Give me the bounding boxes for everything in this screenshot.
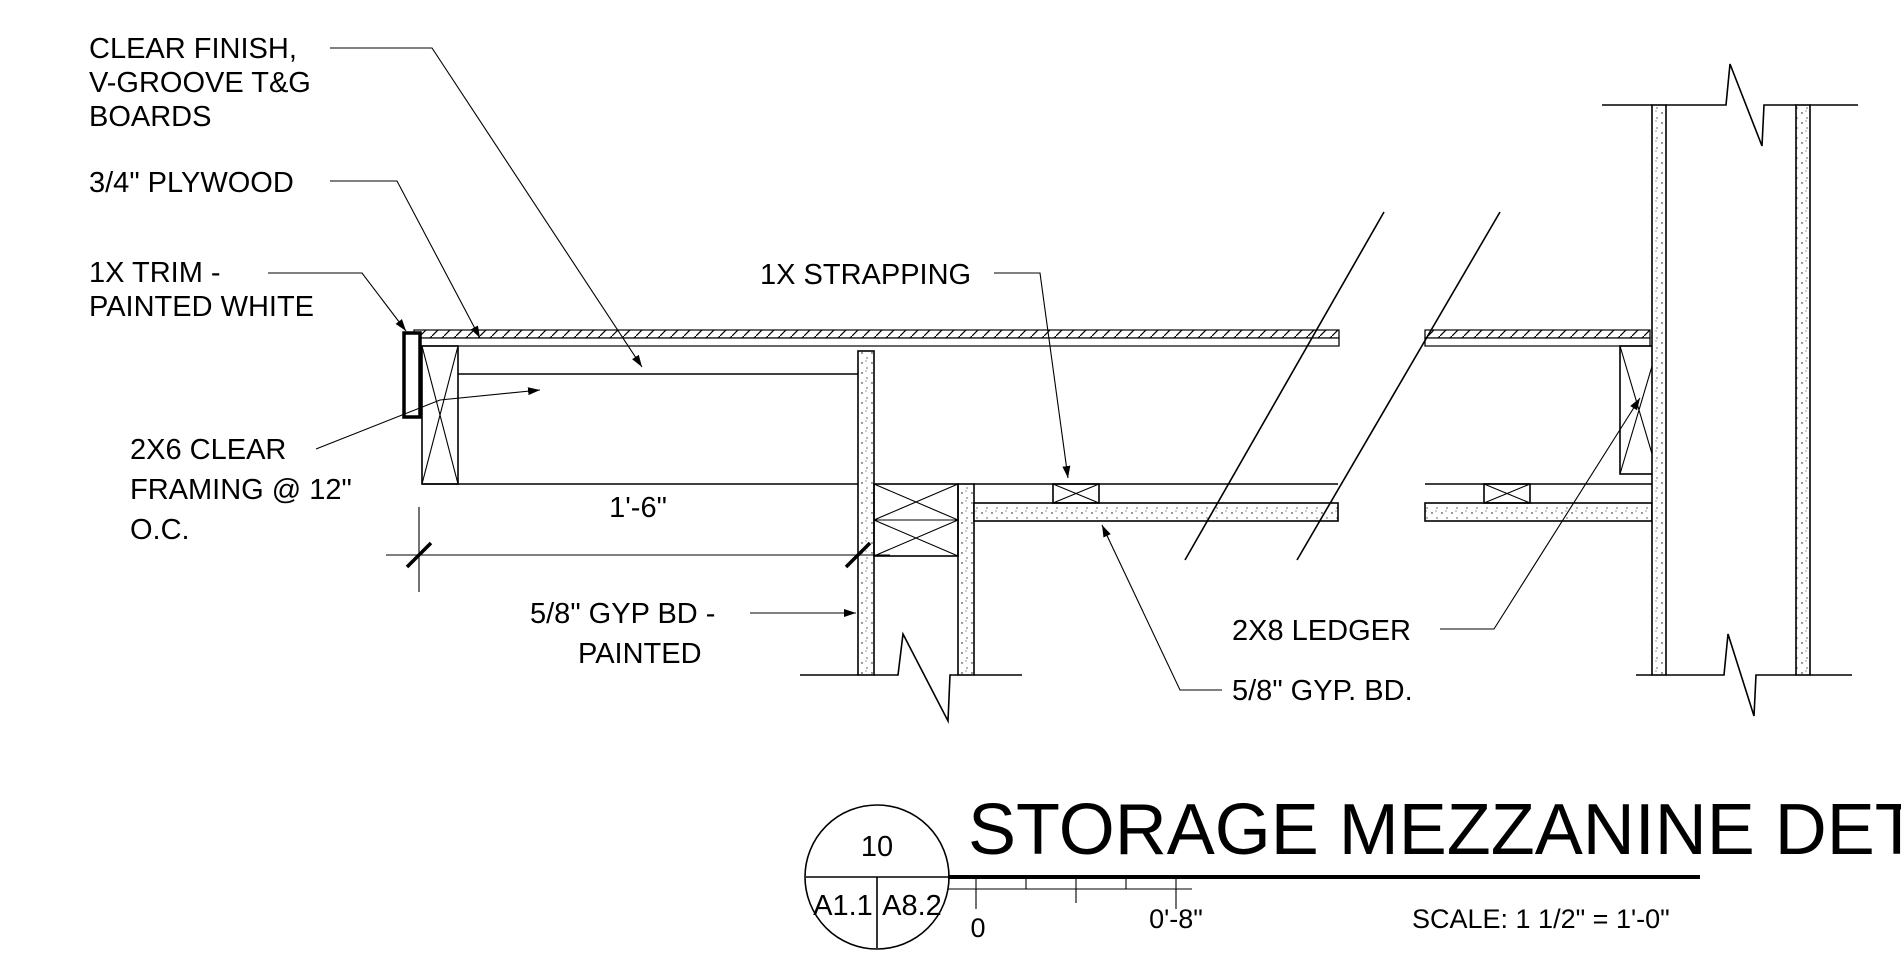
detail-bubble: 10 A1.1 A8.2 — [804, 804, 950, 950]
scale-bar-start: 0 — [970, 913, 985, 943]
left-wall — [800, 350, 1022, 725]
label-gyp-painted: 5/8" GYP BD - PAINTED — [530, 598, 724, 670]
label-gyp: 5/8" GYP. BD. — [1232, 675, 1413, 707]
label-plywood: 3/4" PLYWOOD — [89, 167, 294, 199]
trim-board — [402, 331, 422, 419]
label-strapping: 1X STRAPPING — [760, 259, 971, 291]
label-finish: CLEAR FINISH, V-GROOVE T&G BOARDS — [89, 33, 319, 133]
strapping-block — [1483, 483, 1531, 504]
label-framing: 2X6 CLEAR FRAMING @ 12" O.C. — [130, 434, 360, 546]
floor-deck — [413, 329, 1651, 347]
scale-note: SCALE: 1 1/2" = 1'-0" — [1412, 904, 1670, 934]
break-lines — [1184, 211, 1501, 561]
drawing-title: STORAGE MEZZANINE DETAIL — [968, 790, 1901, 870]
joist-end-block — [421, 345, 459, 485]
scale-bar-end: 0'-8" — [1149, 904, 1203, 934]
dimension-1-6: 1'-6" — [386, 492, 890, 592]
sheet-ref-right: A8.2 — [882, 890, 942, 922]
tg-boards-layer — [413, 329, 1340, 339]
dimension-text: 1'-6" — [609, 492, 667, 524]
ceiling — [973, 483, 1653, 522]
scale-bar: 0 0'-8" — [948, 877, 1203, 943]
right-wall — [1602, 63, 1858, 717]
label-ledger: 2X8 LEDGER — [1232, 615, 1411, 647]
leaders — [268, 47, 1641, 691]
label-trim: 1X TRIM - PAINTED WHITE — [89, 257, 314, 323]
framing-joist — [422, 373, 858, 485]
sheet-ref-left: A1.1 — [813, 890, 873, 922]
plywood-layer — [413, 337, 1340, 347]
detail-number: 10 — [861, 831, 893, 863]
strapping-block — [1052, 483, 1100, 504]
